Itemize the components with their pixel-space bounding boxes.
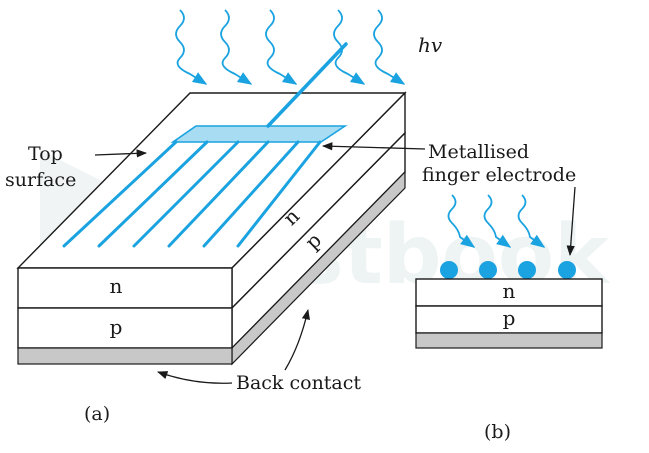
- photon-arrow: [373, 9, 406, 85]
- photon-arrow: [333, 9, 366, 85]
- panel-a: n p n p: [16, 42, 407, 366]
- incident-photons-a: [175, 9, 406, 85]
- electrode-finger: [97, 140, 209, 248]
- electrode-bus-bar: [170, 125, 348, 143]
- photon-arrow: [483, 194, 512, 248]
- front-p-label: p: [110, 315, 123, 339]
- back-contact-arrow-left: [157, 371, 233, 384]
- caption-a: (a): [84, 403, 110, 425]
- incident-photons-b: [447, 194, 546, 248]
- finger-electrode-dot: [558, 261, 576, 279]
- electrode-lead-wire: [266, 42, 348, 128]
- front-n-label: n: [110, 274, 123, 298]
- electrode-arrow-a: [321, 142, 426, 151]
- electrode-label-line2: finger electrode: [422, 164, 576, 186]
- top-surface-label-line1: Top: [28, 143, 63, 165]
- electrode-finger: [132, 140, 240, 248]
- photon-arrow: [175, 9, 208, 85]
- electrode-finger: [202, 140, 300, 248]
- finger-electrode-dot: [518, 261, 536, 279]
- layer-p-b-label: p: [503, 306, 516, 330]
- back-contact-b: [415, 332, 603, 349]
- caption-b: (b): [484, 421, 511, 443]
- electrode-finger: [62, 140, 178, 248]
- electrode-label-line1: Metallised: [428, 141, 529, 163]
- layer-n-b-label: n: [503, 279, 516, 303]
- photon-arrow: [447, 194, 476, 248]
- finger-electrode-dot: [479, 261, 497, 279]
- photon-arrow: [220, 9, 253, 85]
- layer-p-b: [415, 305, 603, 334]
- electrode-arrow-b: [566, 186, 576, 257]
- top-surface-arrow: [94, 149, 148, 158]
- back-contact-label: Back contact: [236, 372, 361, 394]
- front-back-contact: [17, 347, 233, 365]
- front-p-layer: [17, 307, 233, 349]
- back-contact-arrow-right: [284, 308, 310, 371]
- electrode-finger: [167, 140, 270, 248]
- photon-arrow: [517, 194, 546, 248]
- finger-electrode-dot: [440, 261, 458, 279]
- photon-label: hv: [418, 33, 443, 57]
- photon-arrow: [265, 9, 298, 85]
- panel-b: n p: [415, 194, 603, 349]
- front-n-layer: [17, 267, 233, 309]
- top-surface-label-line2: surface: [5, 169, 76, 191]
- electrode-fingers: [62, 140, 322, 248]
- electrode-finger: [236, 140, 322, 248]
